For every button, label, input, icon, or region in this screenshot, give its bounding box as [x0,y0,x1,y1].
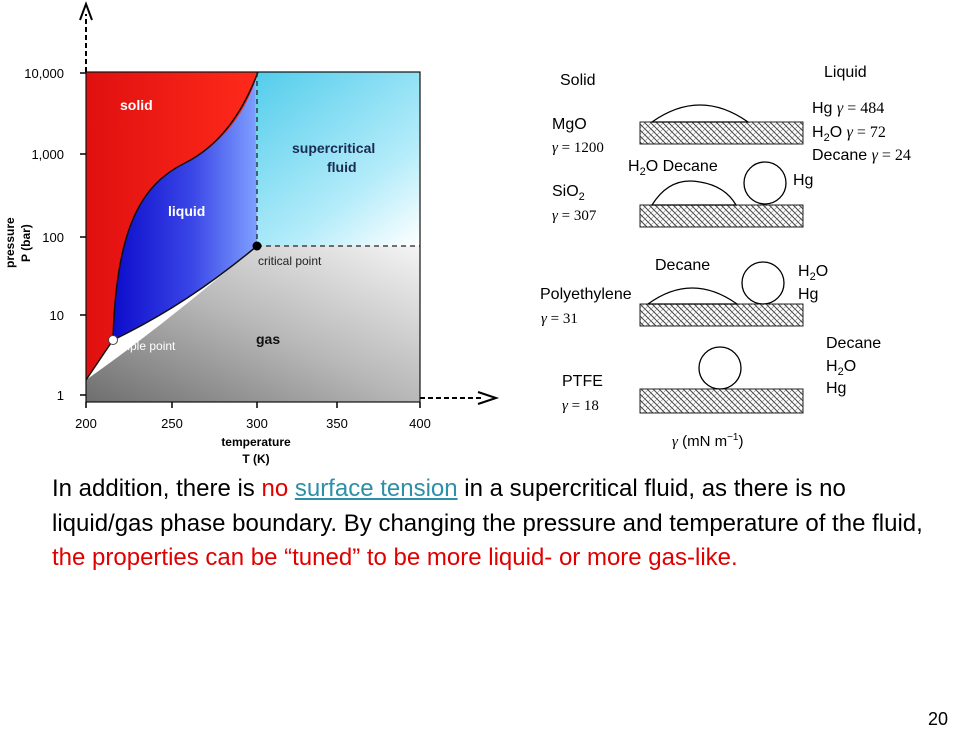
y-tick-marks [80,72,86,396]
liquid-region [113,80,257,340]
drop-label-water-3: H2O [826,358,856,378]
y-tick-label: 10,000 [24,66,64,81]
drop-label-hg-2: Hg [798,286,818,303]
triple-point-label: triple point [120,339,176,353]
gas-region [86,246,420,402]
critical-point-marker [252,241,262,251]
liquid-water: H2O γ = 72 [812,124,886,144]
drop-decane-polyethylene [645,287,740,305]
x-axis-title: temperature [221,435,291,449]
drop-hg-sio2 [743,161,787,205]
drop-mgo [649,104,751,123]
x-axis-label: T (K) [242,452,269,466]
liquid-decane: Decane γ = 24 [812,147,911,164]
solid-polyethylene: Polyethylene [540,286,632,303]
y-tick-label: 1,000 [31,147,64,162]
drop-ptfe [698,346,742,390]
text-tuned: the properties can be “tuned” to be more… [52,544,738,571]
x-ticks: 200 250 300 350 400 [75,416,431,431]
melting-curve [112,71,259,341]
substrate-polyethylene [639,303,804,327]
y-axis-title: pressure [3,217,17,268]
x-tick-label: 250 [161,416,183,431]
phase-diagram: solid liquid supercritical fluid gas cri… [3,1,500,466]
triple-point-marker [108,335,118,345]
text-no: no [261,475,295,502]
drop-label-water-2: H2O [798,263,828,283]
solid-sio2: SiO2 [552,183,585,203]
supercritical-label-2: fluid [327,159,357,175]
drop-label-decane-3: Decane [826,335,881,352]
text-intro: In addition, there is [52,475,262,502]
y-tick-label: 10 [50,308,64,323]
solid-column-header: Solid [560,72,596,89]
gamma-sio2: γ = 307 [552,208,597,224]
x-tick-label: 300 [246,416,268,431]
solid-label: solid [120,97,153,113]
y-axis-arrowhead [79,1,93,21]
supercritical-label-1: supercritical [292,140,375,156]
x-axis-arrowhead [477,391,500,405]
substrate-sio2 [639,204,804,228]
substrate-ptfe [639,388,804,414]
solid-region [86,72,258,380]
liquid-hg: Hg γ = 484 [812,100,884,117]
drop-label-water-decane: H2O Decane [628,158,718,178]
drop-label-hg-3: Hg [826,380,846,397]
y-ticks: 10,000 1,000 100 10 1 [24,66,64,403]
gamma-ptfe: γ = 18 [562,398,599,414]
gamma-mgo: γ = 1200 [552,140,604,156]
liquid-label: liquid [168,203,205,219]
x-tick-label: 350 [326,416,348,431]
gamma-polyethylene: γ = 31 [541,311,578,327]
body-paragraph: In addition, there is no surface tension… [52,472,932,576]
gamma-unit: γ (mN m−1) [672,432,743,450]
y-axis-label: P (bar) [19,224,33,262]
solid-mgo: MgO [552,116,587,133]
drop-water-polyethylene [741,261,785,305]
surface-tension-link[interactable]: surface tension [294,475,458,502]
drop-label-decane-2: Decane [655,257,710,274]
y-tick-label: 1 [57,388,64,403]
drop-label-hg-1: Hg [793,172,813,189]
gas-label: gas [256,331,280,347]
critical-point-label: critical point [258,254,322,268]
sublimation-curve [85,339,114,381]
vaporization-curve [112,245,258,341]
text-middle: in a supercritical fluid, as there is no… [52,475,923,537]
solid-ptfe: PTFE [562,373,603,390]
y-tick-label: 100 [42,230,64,245]
x-tick-label: 200 [75,416,97,431]
liquid-column-header: Liquid [824,64,867,81]
x-tick-marks [85,402,421,408]
wetting-figure: Solid Liquid Hg γ = 484 H2O γ = 72 Decan… [540,64,911,450]
x-tick-label: 400 [409,416,431,431]
substrate-mgo [639,121,804,145]
drop-sio2 [650,180,738,206]
page-number: 20 [927,709,948,729]
